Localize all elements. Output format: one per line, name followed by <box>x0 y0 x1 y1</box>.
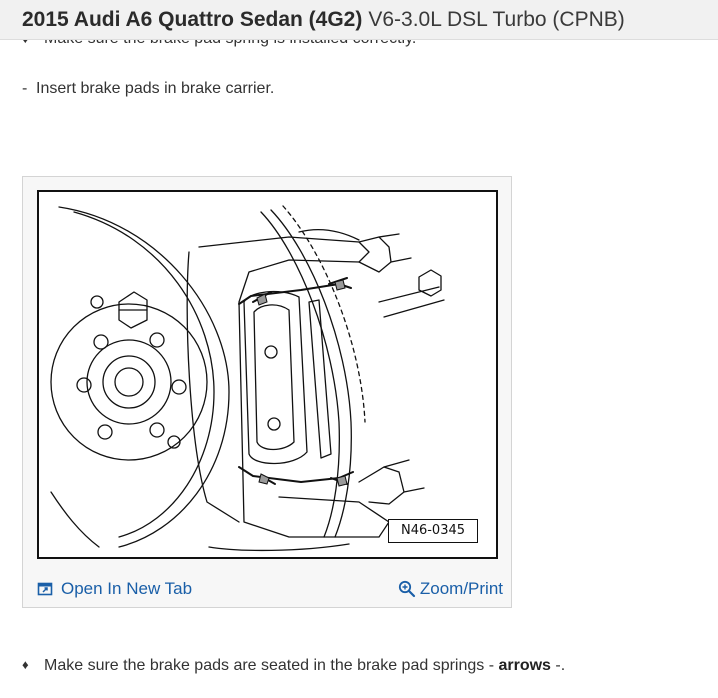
zoom-print-link[interactable]: Zoom/Print <box>398 579 503 599</box>
figure-container: N46-0345 Open In New Tab Zoom/Print <box>22 176 512 608</box>
arrows-keyword: arrows <box>498 657 551 674</box>
open-in-new-tab-link[interactable]: Open In New Tab <box>37 579 192 599</box>
figure-toolbar: Open In New Tab Zoom/Print <box>23 571 511 607</box>
open-new-tab-icon <box>37 581 53 597</box>
engine-title: V6-3.0L DSL Turbo (CPNB) <box>368 7 625 31</box>
step-insert-pads: -Insert brake pads in brake carrier. <box>22 80 275 97</box>
brake-caliper-illustration[interactable]: N46-0345 <box>37 190 498 559</box>
page-header: 2015 Audi A6 Quattro Sedan (4G2) V6-3.0L… <box>0 0 718 40</box>
figure-reference-label: N46-0345 <box>388 519 478 543</box>
zoom-print-label: Zoom/Print <box>419 579 503 598</box>
open-in-new-tab-label: Open In New Tab <box>61 579 193 598</box>
step-pads-seated: ♦Make sure the brake pads are seated in … <box>22 657 566 674</box>
zoom-magnifier-icon <box>398 580 416 598</box>
diamond-bullet-icon: ♦ <box>22 657 29 672</box>
brake-diagram-svg <box>50 205 445 552</box>
dash-bullet: - <box>22 80 28 97</box>
vehicle-title: 2015 Audi A6 Quattro Sedan (4G2) <box>22 7 363 31</box>
